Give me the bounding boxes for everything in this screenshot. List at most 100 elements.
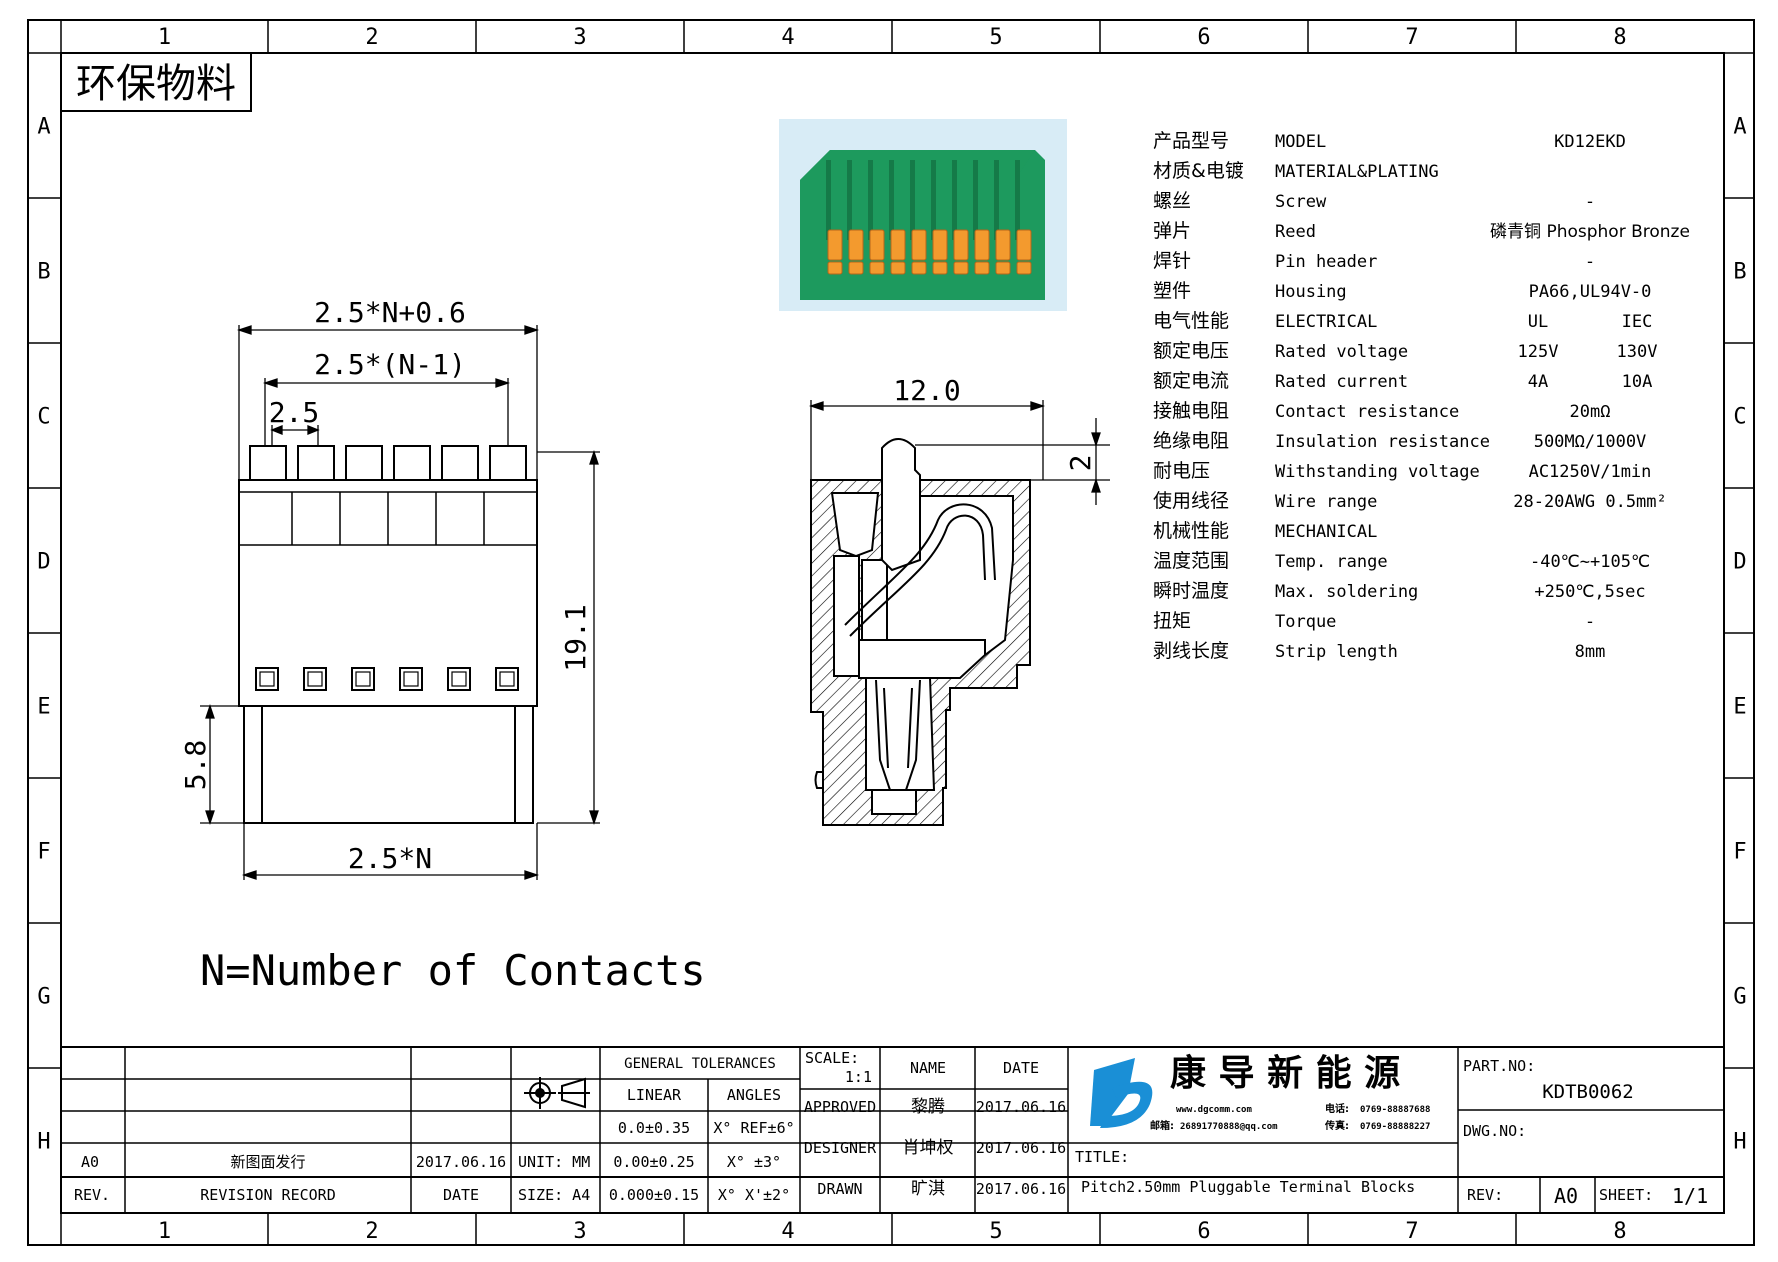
wire-entry-holes [255, 667, 519, 691]
drawing-title: Pitch2.50mm Pluggable Terminal Blocks [1081, 1178, 1415, 1196]
dim-top-offset: 2 [1064, 455, 1097, 472]
contact-tab [345, 445, 383, 481]
wire-entry-hole [447, 667, 471, 691]
column-marker: 4 [781, 25, 794, 50]
company-web: www.dgcomm.com [1176, 1105, 1252, 1115]
wire-entry-hole [255, 667, 279, 691]
rev-value: A0 [1554, 1184, 1578, 1208]
angles-header: ANGLES [727, 1086, 781, 1104]
spec-cn-label: 绝缘电阻 [1153, 430, 1229, 452]
column-marker: 7 [1405, 1219, 1418, 1244]
spec-value: -40℃~+105℃ [1530, 552, 1650, 572]
spec-en-label: Strip length [1275, 642, 1398, 662]
spec-value-1: UL [1528, 312, 1548, 332]
linear-tol-1: 0.0±0.35 [618, 1119, 690, 1137]
dim-pin-length: 5.8 [179, 740, 212, 791]
spec-value: - [1585, 192, 1595, 212]
spec-en-label: Screw [1275, 192, 1327, 212]
spec-cn-label: 扭矩 [1153, 610, 1191, 632]
contact-tab [489, 445, 527, 481]
rev-header: REV. [74, 1186, 110, 1204]
rev-value-cell: A0 [81, 1153, 99, 1171]
revision-text: 新图面发行 [230, 1153, 305, 1171]
top-tabs [249, 445, 527, 481]
company-tel: 0769-88887688 [1360, 1105, 1430, 1115]
angle-tol-3: X° X'±2° [718, 1186, 790, 1204]
spec-cn-label: 温度范围 [1153, 550, 1229, 572]
approved-date: 2017.06.16 [976, 1098, 1066, 1116]
spec-cn-label: 材质&电镀 [1153, 160, 1244, 182]
spec-en-label: Insulation resistance [1275, 432, 1490, 452]
column-marker: 4 [781, 1219, 794, 1244]
spec-en-label: Torque [1275, 612, 1336, 632]
row-marker: D [1733, 550, 1746, 575]
spec-en-label: Contact resistance [1275, 402, 1459, 422]
row-marker: B [1733, 260, 1746, 285]
scale-value: 1:1 [845, 1068, 872, 1086]
drawn-label: DRAWN [817, 1180, 862, 1198]
wire-entry-hole [303, 667, 327, 691]
product-photo [779, 119, 1067, 311]
dim-side-width: 12.0 [893, 374, 960, 407]
revision-date: 2017.06.16 [416, 1153, 506, 1171]
dwg-no-label: DWG.NO: [1463, 1122, 1526, 1140]
spec-en-label: MECHANICAL [1275, 522, 1377, 542]
general-tolerances: GENERAL TOLERANCES [624, 1056, 776, 1072]
row-marker: E [1733, 695, 1746, 720]
spec-value: 500MΩ/1000V [1534, 432, 1647, 452]
spec-cn-label: 塑件 [1153, 280, 1191, 302]
row-marker: A [37, 115, 50, 140]
spec-value: 磷青铜 Phosphor Bronze [1490, 222, 1690, 242]
column-marker: 3 [573, 25, 586, 50]
spec-value: KD12EKD [1554, 132, 1626, 152]
company-logo-icon [1090, 1058, 1153, 1128]
dim-pitch-span: 2.5*(N-1) [314, 348, 466, 381]
spec-en-label: Pin header [1275, 252, 1377, 272]
spec-en-label: Housing [1275, 282, 1347, 302]
spec-value: +250℃,5sec [1534, 582, 1645, 602]
spec-cn-label: 产品型号 [1153, 130, 1229, 152]
size-label: SIZE: A4 [518, 1186, 590, 1204]
row-marker: C [37, 405, 50, 430]
scale-label: SCALE: [805, 1049, 859, 1067]
wire-entry-hole [399, 667, 423, 691]
row-marker: G [37, 985, 50, 1010]
approved-name: 黎腾 [911, 1097, 945, 1117]
contacts-note: N=Number of Contacts [200, 946, 706, 995]
dim-height: 19.1 [559, 604, 592, 671]
eco-material-stamp: 环保物料 [60, 52, 252, 112]
spec-cn-label: 电气性能 [1153, 310, 1229, 332]
spec-value-1: 125V [1518, 342, 1559, 362]
spec-en-label: Rated voltage [1275, 342, 1408, 362]
approved-label: APPROVED [804, 1098, 876, 1116]
rev-label: REV: [1467, 1186, 1503, 1204]
row-marker: E [37, 695, 50, 720]
row-marker: D [37, 550, 50, 575]
spec-en-label: MODEL [1275, 132, 1326, 152]
column-marker: 5 [989, 25, 1002, 50]
spec-cn-label: 瞬时温度 [1153, 580, 1229, 602]
company-mail-label: 邮箱: [1150, 1119, 1174, 1132]
spec-value: AC1250V/1min [1529, 462, 1652, 482]
title-label: TITLE: [1075, 1148, 1129, 1166]
sheet-label: SHEET: [1599, 1186, 1653, 1204]
spec-value: PA66,UL94V-0 [1529, 282, 1652, 302]
part-no-label: PART.NO: [1463, 1057, 1535, 1075]
front-dividers [291, 492, 485, 545]
side-section-view [810, 438, 1031, 826]
column-marker: 1 [158, 25, 171, 50]
linear-tol-3: 0.000±0.15 [609, 1186, 699, 1204]
spec-en-label: Wire range [1275, 492, 1377, 512]
date-column-header: DATE [1003, 1059, 1039, 1077]
spec-value-2: IEC [1622, 312, 1653, 332]
spec-cn-label: 螺丝 [1153, 190, 1191, 212]
column-marker: 6 [1197, 25, 1210, 50]
stamp-text: 环保物料 [76, 61, 236, 107]
column-marker: 6 [1197, 1219, 1210, 1244]
row-marker: B [37, 260, 50, 285]
contact-tab [297, 445, 335, 481]
name-header: NAME [910, 1059, 946, 1077]
